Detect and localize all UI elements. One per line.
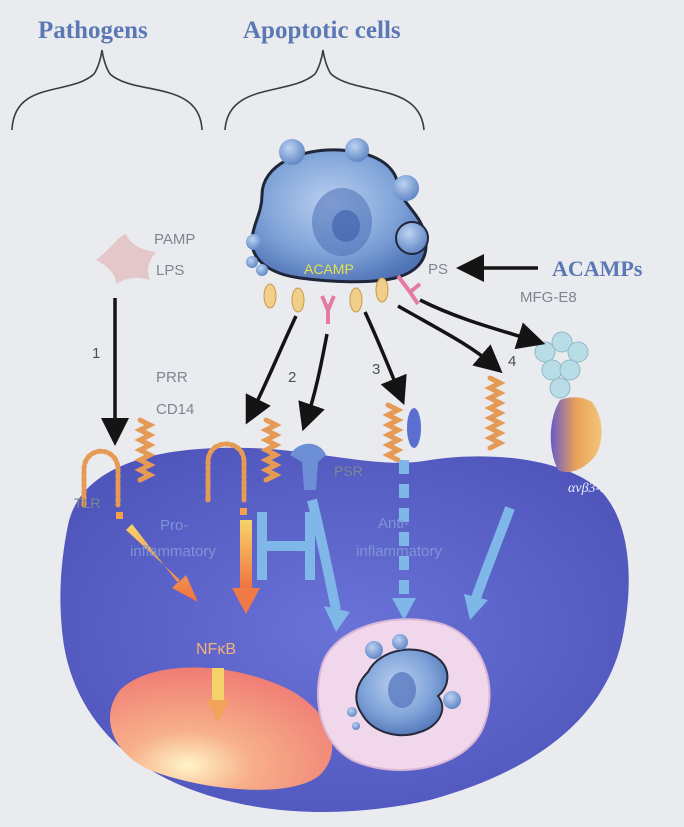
label-anti-inflammatory: inflammatory [356, 543, 442, 560]
header-apoptotic-cells: Apoptotic cells [243, 17, 401, 44]
label-ps: PS [428, 261, 448, 278]
label-mfg-e8: MFG-E8 [520, 289, 577, 306]
pathogen-shape [96, 234, 156, 284]
arrow-pathway-2a [252, 316, 296, 412]
label-acamps: ACAMPs [552, 256, 643, 281]
header-pathogens: Pathogens [38, 17, 148, 44]
label-pro-inflammatory: inflammatory [130, 543, 216, 560]
label-nfkb: NFκB [196, 641, 236, 658]
tlr-signal-node-2 [240, 508, 247, 515]
pathogens-brace [12, 50, 202, 130]
pathway-number-4: 4 [508, 353, 516, 370]
label-pro: Pro- [160, 517, 188, 534]
arrow-pathway-3 [365, 312, 399, 392]
pathway-number-2: 2 [288, 369, 296, 386]
label-psr: PSR [334, 463, 363, 479]
apoptotic-brace [225, 50, 424, 130]
label-pamp: PAMP [154, 231, 195, 248]
arrow-pathway-2b [307, 334, 327, 418]
label-anti: Anti- [378, 515, 409, 532]
label-acamp: ACAMP [304, 261, 354, 277]
mfg-e8-cluster [535, 332, 588, 398]
label-prr: PRR [156, 369, 188, 386]
arrow-pathway-4 [398, 306, 492, 364]
label-integrin: αvβ3-5 [568, 481, 607, 496]
label-cd14: CD14 [156, 401, 194, 418]
arrow-mfg-e8 [420, 300, 532, 340]
label-lps: LPS [156, 262, 184, 279]
co-receptor [407, 408, 421, 448]
pathway-number-1: 1 [92, 345, 100, 362]
tlr-signal-node [116, 512, 123, 519]
acamp-ligands [264, 276, 420, 324]
integrin-receptor [551, 397, 602, 472]
pathway-number-3: 3 [372, 361, 380, 378]
label-tlr: TLR [74, 495, 100, 511]
